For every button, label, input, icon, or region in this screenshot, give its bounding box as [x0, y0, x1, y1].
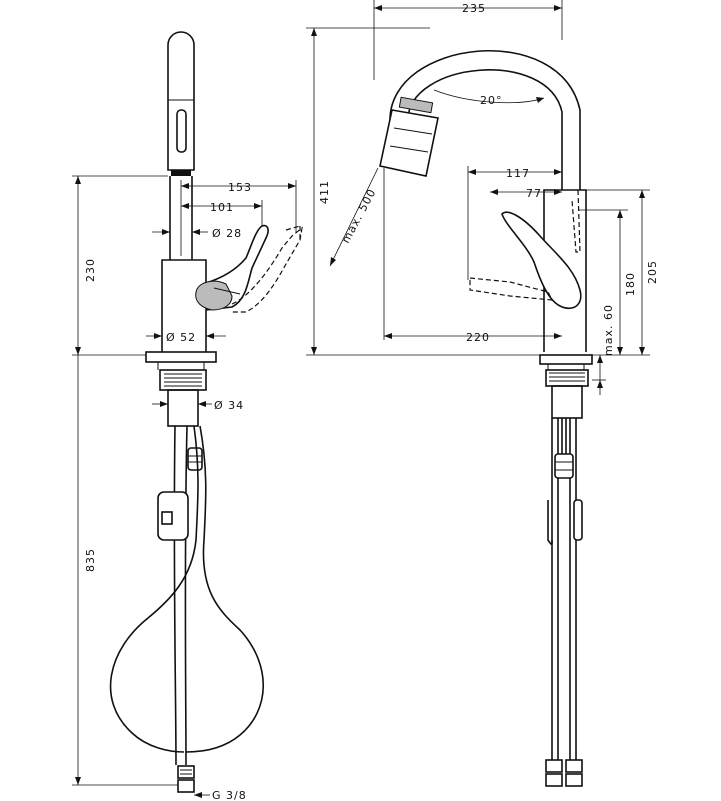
dim-411: 411 — [318, 180, 331, 204]
front-view — [379, 50, 593, 787]
side-hose-loop — [109, 425, 199, 753]
dim-101: 101 — [210, 201, 234, 214]
dim-235: 235 — [462, 2, 486, 15]
dim-angle: 20° — [480, 94, 503, 107]
side-lever-dashed — [231, 226, 303, 313]
dim-77: 77 — [526, 187, 542, 200]
dim-dia-28: Ø 28 — [212, 227, 242, 240]
side-dimensions: 230 835 153 101 Ø 28 Ø 52 Ø 34 G 3/8 — [72, 175, 297, 801]
dim-thread: G 3/8 — [212, 789, 247, 801]
front-lever-dashed-down — [469, 277, 554, 301]
dim-230: 230 — [84, 258, 97, 282]
side-shank — [167, 389, 199, 427]
side-spray-head — [167, 31, 195, 171]
front-lever — [501, 211, 582, 310]
dim-pullout: max. 500 — [339, 186, 379, 245]
side-supply-pipes — [173, 425, 188, 766]
dim-153: 153 — [228, 181, 252, 194]
front-spout-arch — [389, 50, 581, 190]
dim-max60: max. 60 — [602, 304, 615, 356]
side-spray-button — [176, 109, 187, 153]
dim-835: 835 — [84, 548, 97, 572]
dim-dia-34: Ø 34 — [214, 399, 244, 412]
front-nut — [545, 369, 589, 387]
front-deck-plate — [539, 354, 593, 365]
side-nut — [159, 369, 207, 391]
side-spout-tube — [169, 176, 193, 260]
dim-117: 117 — [506, 167, 530, 180]
front-spray-head — [379, 109, 439, 177]
side-hose-weight — [157, 491, 189, 541]
side-deck-plate — [145, 351, 217, 363]
dim-180: 180 — [624, 272, 637, 296]
front-dimensions: 235 411 20° max. 500 117 77 220 205 — [306, 0, 659, 395]
dim-dia-52: Ø 52 — [166, 331, 196, 344]
dim-205: 205 — [646, 260, 659, 284]
dim-220: 220 — [466, 331, 490, 344]
front-supply-pipes — [551, 418, 577, 760]
side-view — [109, 31, 303, 793]
